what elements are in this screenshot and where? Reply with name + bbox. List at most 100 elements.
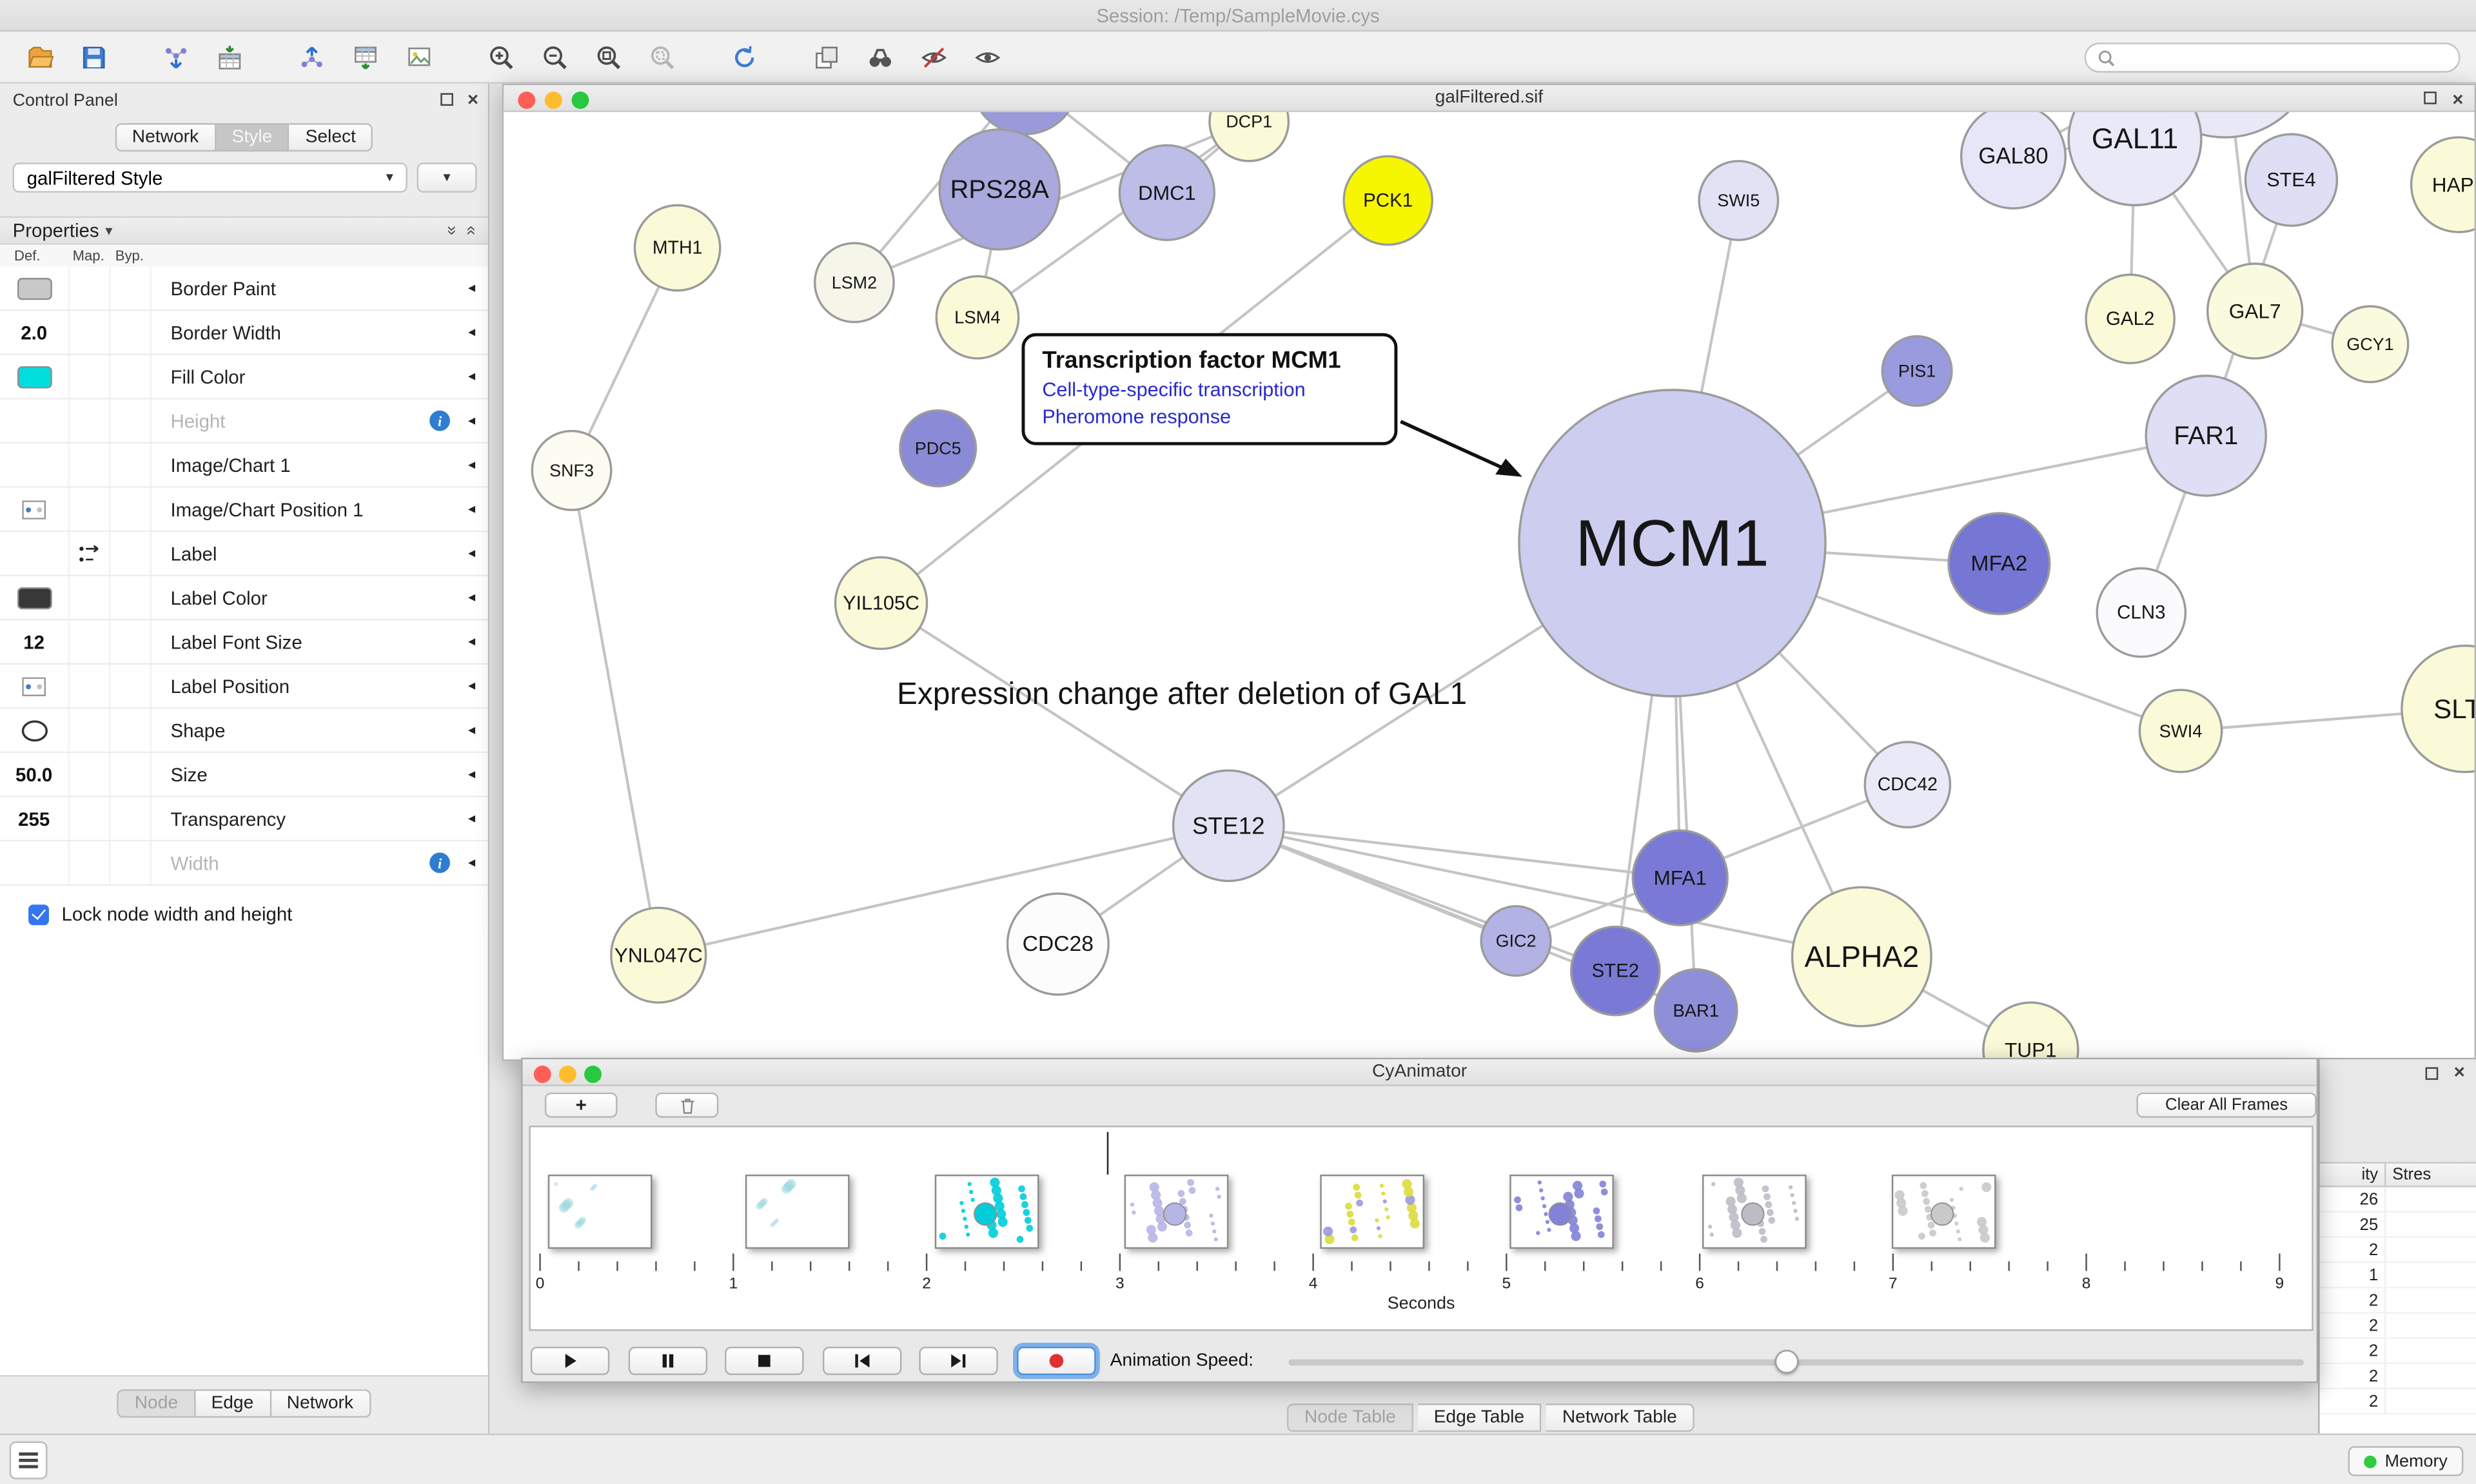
property-bypass-cell[interactable]: [110, 355, 152, 398]
property-default-cell[interactable]: [0, 444, 70, 487]
table-column-header[interactable]: Stres: [2392, 1165, 2432, 1184]
node-PIS1[interactable]: [1881, 335, 1953, 407]
minimize-traffic-icon[interactable]: [558, 1064, 576, 1082]
property-mapping-cell[interactable]: [70, 620, 111, 663]
property-default-cell[interactable]: [0, 665, 70, 708]
property-mapping-cell[interactable]: [70, 266, 111, 310]
node-CLN3[interactable]: [2096, 567, 2187, 658]
node-GAL7[interactable]: [2206, 262, 2304, 360]
property-default-cell[interactable]: [0, 266, 70, 310]
duplicate-view-icon[interactable]: [802, 36, 849, 77]
network-canvas[interactable]: GAL4RPS28BRPS28ADMC1DCP1PCK1SWI5GAL80GAL…: [504, 112, 2475, 1060]
lock-node-size-row[interactable]: Lock node width and height: [0, 895, 488, 933]
edge-LSM4-DCP1[interactable]: [976, 120, 1250, 318]
node-YNL047C[interactable]: [610, 906, 707, 1004]
expand-arrow-icon[interactable]: ◂: [468, 500, 476, 516]
expand-arrow-icon[interactable]: ◂: [468, 765, 476, 782]
property-row-fill-color[interactable]: Fill Color◂: [0, 355, 488, 400]
property-mapping-cell[interactable]: [70, 753, 111, 796]
node-LSM2[interactable]: [813, 242, 895, 324]
cyanimator-titlebar[interactable]: CyAnimator: [522, 1059, 2317, 1086]
property-bypass-cell[interactable]: [110, 797, 152, 840]
property-default-cell[interactable]: [0, 708, 70, 752]
node-DCP1[interactable]: [1208, 112, 1290, 162]
node-GIC2[interactable]: [1480, 905, 1552, 977]
property-default-cell[interactable]: [0, 841, 70, 884]
playhead[interactable]: [1106, 1131, 1109, 1175]
zoom-fit-icon[interactable]: [584, 36, 631, 77]
float-panel-icon[interactable]: [2425, 1067, 2439, 1080]
import-table-icon[interactable]: [205, 36, 252, 77]
expand-arrow-icon[interactable]: ◂: [468, 677, 476, 694]
property-mapping-cell[interactable]: [70, 665, 111, 708]
node-STE4[interactable]: [2244, 133, 2339, 227]
frame-thumbnail-2[interactable]: [934, 1175, 1039, 1249]
node-CDC28[interactable]: [1006, 892, 1110, 996]
frame-thumbnail-4[interactable]: [1320, 1175, 1424, 1249]
table-row[interactable]: 2: [2319, 1313, 2476, 1339]
node-PCK1[interactable]: [1342, 155, 1433, 246]
export-image-icon[interactable]: [395, 36, 442, 77]
node-SLT2[interactable]: [2401, 644, 2475, 774]
node-TUP1[interactable]: [1982, 1001, 2079, 1060]
property-bypass-cell[interactable]: [110, 620, 152, 663]
table-row[interactable]: 26: [2319, 1187, 2476, 1213]
property-bypass-cell[interactable]: [110, 532, 152, 575]
property-mapping-cell[interactable]: [70, 399, 111, 442]
expand-arrow-icon[interactable]: ◂: [468, 367, 476, 384]
properties-section-header[interactable]: Properties ▾ » »: [0, 216, 488, 245]
edge-STE12-MFA1[interactable]: [1228, 824, 1680, 879]
expand-arrow-icon[interactable]: ◂: [468, 721, 476, 737]
style-dropdown[interactable]: galFiltered Style ▾: [12, 162, 408, 193]
node-STE2[interactable]: [1570, 925, 1661, 1017]
network-window-titlebar[interactable]: galFiltered.sif ×: [504, 85, 2475, 112]
tab-style[interactable]: Style: [216, 123, 290, 152]
property-default-cell[interactable]: 50.0: [0, 753, 70, 796]
import-network-icon[interactable]: [152, 36, 199, 77]
annotation-box[interactable]: Transcription factor MCM1 Cell-type-spec…: [1021, 333, 1398, 445]
float-panel-icon[interactable]: [440, 93, 453, 106]
close-traffic-icon[interactable]: [518, 90, 536, 108]
node-MFA1[interactable]: [1631, 829, 1729, 926]
zoom-selected-icon[interactable]: [638, 36, 685, 77]
add-frame-button[interactable]: +: [544, 1092, 618, 1118]
play-button[interactable]: [530, 1346, 610, 1376]
property-row-label-position[interactable]: Label Position◂: [0, 665, 488, 709]
save-session-icon[interactable]: [70, 36, 117, 77]
skip-end-button[interactable]: [919, 1346, 998, 1376]
property-bypass-cell[interactable]: [110, 487, 152, 531]
close-panel-icon[interactable]: ×: [2453, 1060, 2465, 1084]
close-traffic-icon[interactable]: [533, 1064, 551, 1082]
expand-all-icon[interactable]: »: [442, 226, 461, 236]
export-network-icon[interactable]: [288, 36, 335, 77]
record-button[interactable]: [1017, 1346, 1096, 1376]
node-ALPHA2[interactable]: [1791, 886, 1932, 1028]
expand-arrow-icon[interactable]: ◂: [468, 810, 476, 826]
hide-selected-icon[interactable]: [910, 36, 957, 77]
slider-thumb[interactable]: [1774, 1349, 1799, 1374]
pause-button[interactable]: [628, 1346, 708, 1376]
node-HAP4[interactable]: [2410, 136, 2475, 233]
property-bypass-cell[interactable]: [110, 444, 152, 487]
collapse-all-icon[interactable]: »: [460, 226, 480, 236]
annotation-link[interactable]: Pheromone response: [1042, 405, 1232, 428]
frame-thumbnail-5[interactable]: [1509, 1175, 1614, 1249]
node-SWI5[interactable]: [1698, 160, 1780, 241]
close-window-icon[interactable]: ×: [2452, 88, 2464, 111]
stop-button[interactable]: [725, 1346, 804, 1376]
table-row[interactable]: 2: [2319, 1238, 2476, 1264]
property-bypass-cell[interactable]: [110, 753, 152, 796]
info-icon[interactable]: i: [429, 410, 450, 431]
property-row-shape[interactable]: Shape◂: [0, 708, 488, 754]
info-icon[interactable]: i: [429, 852, 450, 874]
expand-arrow-icon[interactable]: ◂: [468, 412, 476, 428]
node-BAR1[interactable]: [1653, 968, 1738, 1053]
find-icon[interactable]: [856, 36, 903, 77]
property-mapping-cell[interactable]: [70, 355, 111, 398]
table-row[interactable]: 1: [2319, 1263, 2476, 1289]
node-GAL80[interactable]: [1960, 112, 2067, 210]
property-bypass-cell[interactable]: [110, 708, 152, 752]
minimize-traffic-icon[interactable]: [544, 90, 562, 108]
